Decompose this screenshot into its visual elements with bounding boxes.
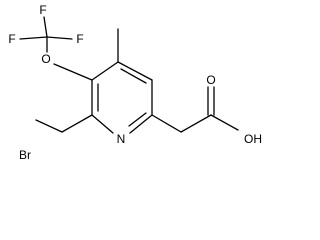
bond-c-f-top <box>43 16 48 38</box>
bond-ring-inner-c4-c5 <box>120 68 147 84</box>
bond-c-f-right <box>46 36 73 40</box>
chemical-structure: F F F O Br N O OH <box>8 3 262 162</box>
atom-f-left: F <box>8 32 15 46</box>
atom-f-top: F <box>39 3 46 17</box>
bond-ring-c4-c5 <box>117 61 153 81</box>
atom-o-carbonyl: O <box>206 73 215 87</box>
bond-ring-c3-c4 <box>91 61 119 81</box>
bond-ring-inner-c6-n <box>128 112 147 127</box>
bond-c6-ch2 <box>151 114 182 133</box>
atom-o-ether: O <box>41 52 50 66</box>
bond-ring-n-c2 <box>91 114 114 134</box>
bond-ring-c6-n <box>129 114 153 134</box>
bond-ch2-br <box>35 119 63 133</box>
atom-f-right: F <box>76 32 83 46</box>
atom-br: Br <box>19 148 31 162</box>
atom-n-ring: N <box>117 132 126 146</box>
bond-ch2-cooh <box>180 114 212 133</box>
bond-c-f-left <box>19 36 48 40</box>
bond-c2-ch2 <box>61 114 93 133</box>
bond-c-oh <box>210 114 239 131</box>
bond-o-c3 <box>53 63 93 81</box>
atom-oh: OH <box>244 132 262 146</box>
